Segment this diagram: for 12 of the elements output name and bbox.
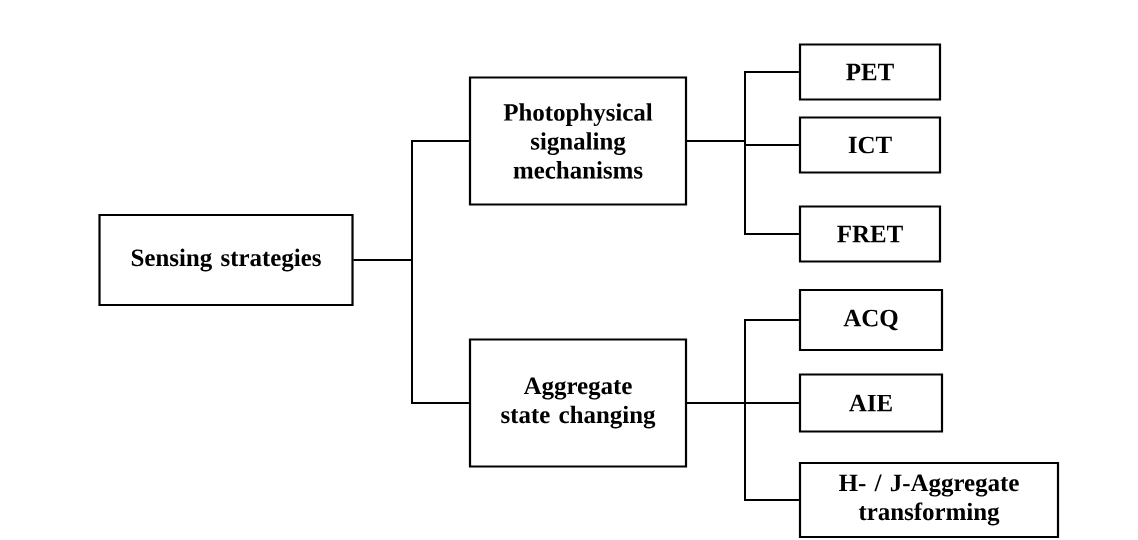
- process-box: AIE: [798, 373, 944, 433]
- process-box: FRET: [798, 205, 942, 263]
- process-box: PET: [798, 43, 942, 101]
- connector-line: [686, 140, 800, 235]
- process-box: Aggregate state changing: [468, 338, 688, 468]
- process-box: ICT: [798, 116, 942, 174]
- connector-line: [352, 259, 470, 404]
- process-box: Photophysical signaling mechanisms: [468, 76, 688, 206]
- process-box: H- / J-Aggregate transforming: [798, 461, 1060, 539]
- process-box: Sensing strategies: [98, 213, 354, 307]
- connector-line: [686, 402, 800, 501]
- process-box: ACQ: [798, 288, 944, 352]
